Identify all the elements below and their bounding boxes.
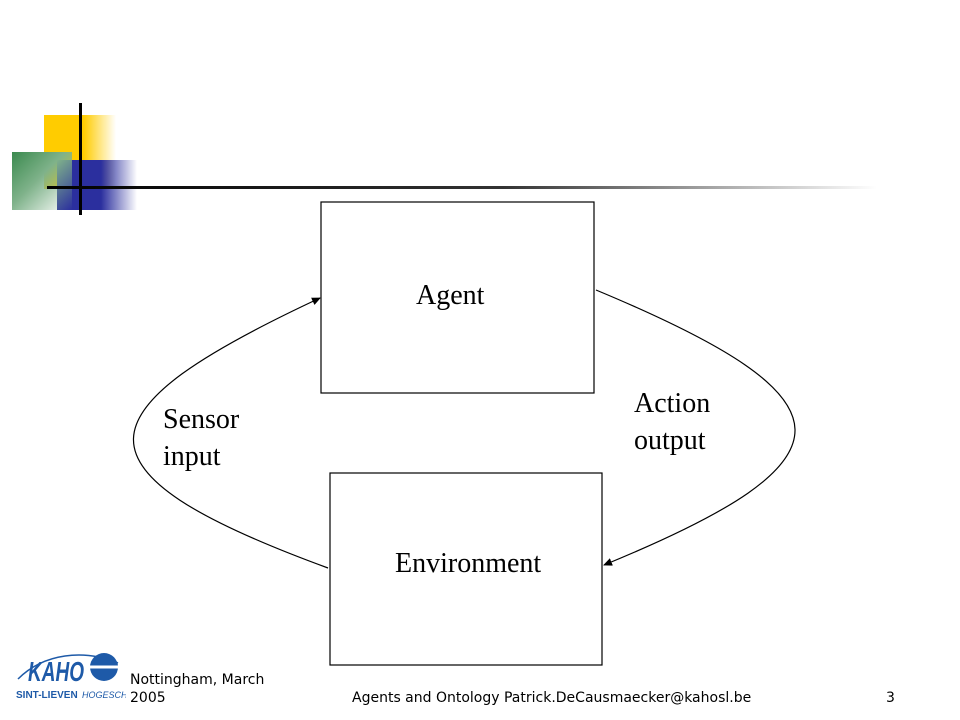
action-label-line1: Action [634,388,711,419]
decor-horizontal-rule [47,186,877,189]
agent-label: Agent [416,280,485,311]
environment-label: Environment [395,548,542,579]
footer-location-line2: 2005 [130,690,166,706]
decor-vertical-line [79,103,82,215]
logo-wordmark: KAHO [28,656,84,687]
footer-center-text: Agents and Ontology Patrick.DeCausmaecke… [352,690,752,706]
footer-location-line1: Nottingham, March [130,672,265,688]
environment-box [329,472,603,666]
school-logo: KAHO SINT-LIEVEN HOGESCHOOL [16,653,126,701]
page-number: 3 [886,690,895,706]
decor-green-square [12,152,72,210]
logo-school-type: HOGESCHOOL [82,690,126,700]
action-output-arrow [595,289,796,566]
agent-box [320,201,595,394]
logo-school-name: SINT-LIEVEN [16,690,78,701]
action-label-line2: output [634,425,706,456]
sensor-input-arrow [133,297,329,569]
sensor-label-line1: Sensor [163,404,240,435]
sensor-label-line2: input [163,441,221,472]
